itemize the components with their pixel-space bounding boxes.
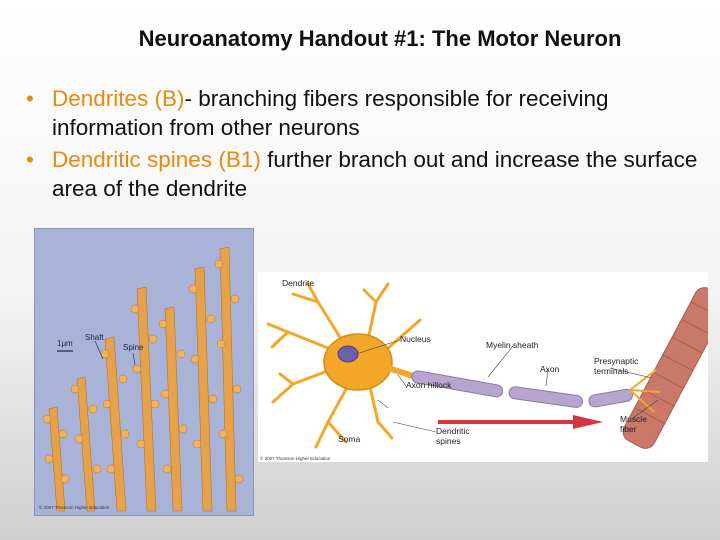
nucleus <box>337 345 359 363</box>
dendrites <box>266 282 422 449</box>
muscle-fiber-label: Muscle fiber <box>620 414 647 434</box>
diagram-copyright: © 2007 Thomson Higher Education <box>260 456 331 461</box>
dendrite-shaft <box>164 306 183 512</box>
dendrite-shaft <box>104 336 127 512</box>
bullet-dendritic-spines: • Dendritic spines (B1) further branch o… <box>26 145 706 203</box>
bullet-dendrites: • Dendrites (B)- branching fibers respon… <box>26 84 706 142</box>
dendrite-shaft <box>219 246 237 512</box>
bullet-dot: • <box>26 147 34 172</box>
dendritic-spines-label: Dendritic spines <box>436 426 470 446</box>
dendrite-shaft <box>76 376 96 512</box>
dendrite-micrograph: 1μm Shaft Spine © 2007 Thomson Higher Ed… <box>34 228 254 516</box>
bullet-dot: • <box>26 86 34 111</box>
axon-hillock <box>385 365 416 379</box>
dendrite-shaft <box>48 406 66 512</box>
presynaptic-terminals <box>629 369 661 413</box>
motor-neuron-diagram: Dendrite Nucleus Myelin sheath Axon Pres… <box>258 272 708 462</box>
myelinated-axon <box>411 370 633 408</box>
bullet-highlight: Dendritic spines (B1) <box>52 147 261 172</box>
label-leaders <box>355 339 659 433</box>
bullet-list: • Dendrites (B)- branching fibers respon… <box>26 84 706 206</box>
soma-label: Soma <box>338 434 361 444</box>
shaft-label: Shaft <box>85 333 104 342</box>
micrograph-copyright: © 2007 Thomson Higher Education <box>39 505 110 510</box>
shaft-pointer <box>94 340 104 360</box>
spine-label: Spine <box>123 343 144 352</box>
presynaptic-terminals-label: Presynaptic terminals <box>594 356 639 376</box>
scale-label: 1μm <box>57 339 73 348</box>
micrograph-illustration <box>42 246 244 512</box>
axon-hillock-label: Axon hillock <box>406 380 452 390</box>
dendrite-label: Dendrite <box>282 278 315 288</box>
bullet-text: further branch out and increase the surf… <box>52 147 698 201</box>
dendrite-shaft <box>136 286 157 512</box>
dendrite-shaft <box>194 266 213 512</box>
slide-title: Neuroanatomy Handout #1: The Motor Neuro… <box>138 26 622 51</box>
bullet-text: - branching fibers responsible for recei… <box>52 86 609 140</box>
axon-label: Axon <box>540 364 560 374</box>
soma <box>323 333 393 391</box>
myelin-sheath-label: Myelin sheath <box>486 340 539 350</box>
neuron-illustration <box>266 282 708 449</box>
direction-arrow <box>438 415 603 429</box>
bullet-highlight: Dendrites (B) <box>52 86 185 111</box>
nucleus-label: Nucleus <box>400 334 431 344</box>
spine-pointer <box>132 352 136 366</box>
